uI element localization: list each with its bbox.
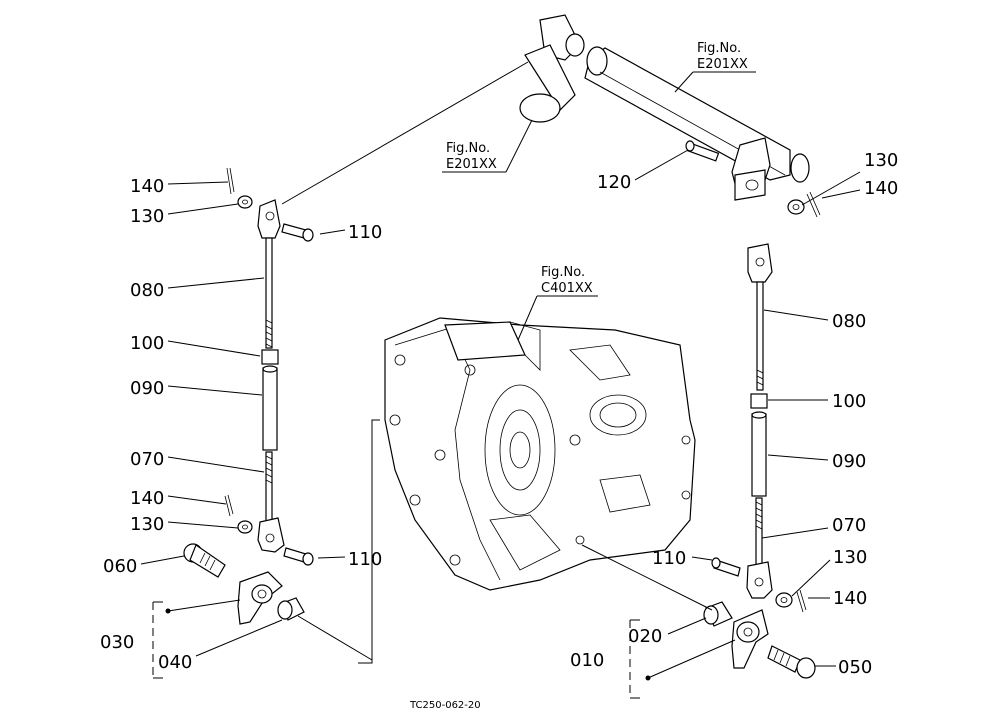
leader-lines [140,61,861,699]
callout-130-lower-right: 130 [833,547,867,568]
callout-110-right: 110 [652,548,686,569]
callout-010: 010 [570,650,604,671]
fig-ref-top-right-code: E201XX [697,57,748,72]
pin-120 [685,140,720,162]
callout-030: 030 [100,632,134,653]
callout-100-left: 100 [130,333,164,354]
callout-140-upper-right: 140 [864,178,898,199]
left-rod-assembly [183,167,314,625]
callout-130-lower-left: 130 [130,514,164,535]
callout-040: 040 [158,652,192,673]
callout-120: 120 [597,172,631,193]
fig-ref-center-title: Fig.No. [541,265,585,280]
callout-090-left: 090 [130,378,164,399]
callout-060: 060 [103,556,137,577]
callout-050: 050 [838,657,872,678]
fig-ref-center-code: C401XX [541,281,593,296]
callout-labels: 140 130 110 080 100 090 070 140 130 110 … [100,150,898,678]
callout-130-upper-left: 130 [130,206,164,227]
callout-140-lower-right: 140 [833,588,867,609]
callout-130-upper-right: 130 [864,150,898,171]
figure-references: Fig.No. E201XX Fig.No. E201XX Fig.No. C4… [446,41,748,296]
callout-110-upper-left: 110 [348,222,382,243]
callout-070-left: 070 [130,449,164,470]
callout-140-lower-left: 140 [130,488,164,509]
callout-020: 020 [628,626,662,647]
fig-ref-top-right-title: Fig.No. [697,41,741,56]
callout-100-right: 100 [832,391,866,412]
callout-110-lower-left: 110 [348,549,382,570]
callout-080-right: 080 [832,311,866,332]
right-rod-assembly [703,191,821,679]
callout-080-left: 080 [130,280,164,301]
callout-140-upper-left: 140 [130,176,164,197]
fig-ref-top-mid-code: E201XX [446,157,497,172]
upper-shaft-assembly [519,14,810,201]
transmission-housing [384,317,696,591]
callout-090-right: 090 [832,451,866,472]
callout-070-right: 070 [832,515,866,536]
fig-ref-top-mid-title: Fig.No. [446,141,490,156]
drawing-code: TC250-062-20 [409,700,481,711]
